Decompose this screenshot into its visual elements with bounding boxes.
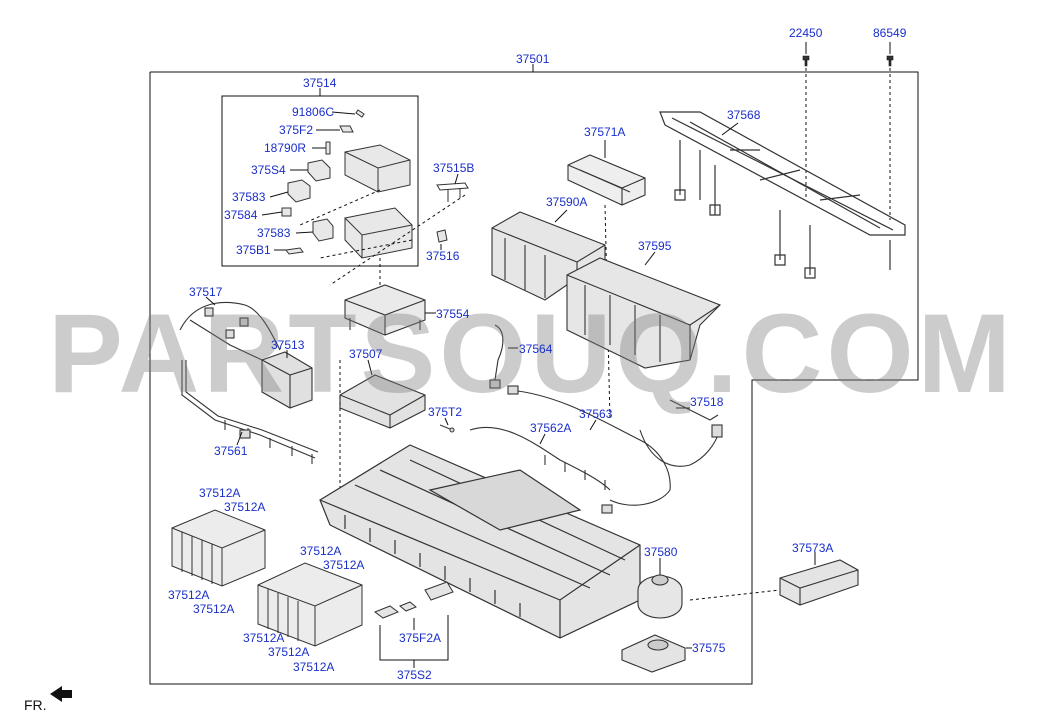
label-37507[interactable]: 37507 <box>349 347 383 361</box>
component-37507 <box>339 374 426 429</box>
cover-37595 <box>566 257 721 369</box>
label-37512a-2[interactable]: 37512A <box>224 500 266 514</box>
label-37501[interactable]: 37501 <box>516 52 550 66</box>
label-86549[interactable]: 86549 <box>873 26 907 40</box>
label-37512a-5[interactable]: 37512A <box>168 588 210 602</box>
label-37512a-6[interactable]: 37512A <box>193 602 235 616</box>
front-arrow-icon <box>50 686 72 702</box>
battery-tray <box>319 444 641 639</box>
main-assembly-frame <box>149 71 919 685</box>
bracket-37515b <box>329 173 469 286</box>
cable-37564 <box>489 324 504 389</box>
bracket-375s2 <box>379 615 449 668</box>
label-375s4[interactable]: 375S4 <box>251 163 286 177</box>
label-375s2[interactable]: 375S2 <box>397 668 432 682</box>
label-37512a-7[interactable]: 37512A <box>243 631 285 645</box>
label-37575[interactable]: 37575 <box>692 641 726 655</box>
label-37561[interactable]: 37561 <box>214 444 248 458</box>
label-37515b[interactable]: 37515B <box>433 161 475 175</box>
label-37583-a[interactable]: 37583 <box>232 190 266 204</box>
label-37583-b[interactable]: 37583 <box>257 226 291 240</box>
component-37571a <box>567 154 646 206</box>
label-37517[interactable]: 37517 <box>189 285 223 299</box>
label-37590a[interactable]: 37590A <box>546 195 588 209</box>
label-37580[interactable]: 37580 <box>644 545 678 559</box>
cell-modules-group-2 <box>257 562 363 647</box>
bolt-22450 <box>802 42 810 200</box>
sub-box-leaders <box>261 111 356 251</box>
sub-box-dashes <box>299 189 413 290</box>
label-37584[interactable]: 37584 <box>224 208 258 222</box>
bolt-86549 <box>886 42 894 220</box>
connector-375t2 <box>439 424 455 433</box>
clip-37516 <box>436 229 448 250</box>
label-37564[interactable]: 37564 <box>519 342 553 356</box>
harness-37561 <box>181 360 319 464</box>
duct-37573a <box>779 559 859 606</box>
label-37518[interactable]: 37518 <box>690 395 724 409</box>
front-marker-label: FR. <box>24 697 47 713</box>
label-18790r[interactable]: 18790R <box>264 141 307 155</box>
harness-37563 <box>469 385 671 514</box>
label-375b1[interactable]: 375B1 <box>236 243 271 257</box>
sub-box-parts <box>281 109 413 259</box>
bracket-37575 <box>621 634 686 673</box>
label-37568[interactable]: 37568 <box>727 108 761 122</box>
label-375f2a[interactable]: 375F2A <box>399 631 442 645</box>
label-37554[interactable]: 37554 <box>436 307 470 321</box>
frame-37568 <box>659 111 906 279</box>
label-91806c[interactable]: 91806C <box>292 105 335 119</box>
module-37513 <box>261 351 313 409</box>
label-22450[interactable]: 22450 <box>789 26 823 40</box>
label-37571a[interactable]: 37571A <box>584 125 626 139</box>
label-37512a-4[interactable]: 37512A <box>323 558 365 572</box>
label-37573a[interactable]: 37573A <box>792 541 834 555</box>
label-37516[interactable]: 37516 <box>426 249 460 263</box>
label-37512a-3[interactable]: 37512A <box>300 544 342 558</box>
label-37513[interactable]: 37513 <box>271 338 305 352</box>
label-37514[interactable]: 37514 <box>303 76 337 90</box>
label-37512a-8[interactable]: 37512A <box>268 645 310 659</box>
label-37512a-9[interactable]: 37512A <box>293 660 335 674</box>
label-37562a[interactable]: 37562A <box>530 421 572 435</box>
harness-37517 <box>179 301 281 361</box>
label-37563[interactable]: 37563 <box>579 407 613 421</box>
cable-37518 <box>639 399 723 467</box>
pump-37580 <box>637 574 683 619</box>
bracket-37554 <box>344 284 426 336</box>
part-375f2a-parts <box>373 581 454 619</box>
label-37512a-1[interactable]: 37512A <box>199 486 241 500</box>
label-375t2[interactable]: 375T2 <box>428 405 463 419</box>
cell-modules-group-1 <box>171 509 266 587</box>
label-375f2[interactable]: 375F2 <box>279 123 314 137</box>
label-37595[interactable]: 37595 <box>638 239 672 253</box>
